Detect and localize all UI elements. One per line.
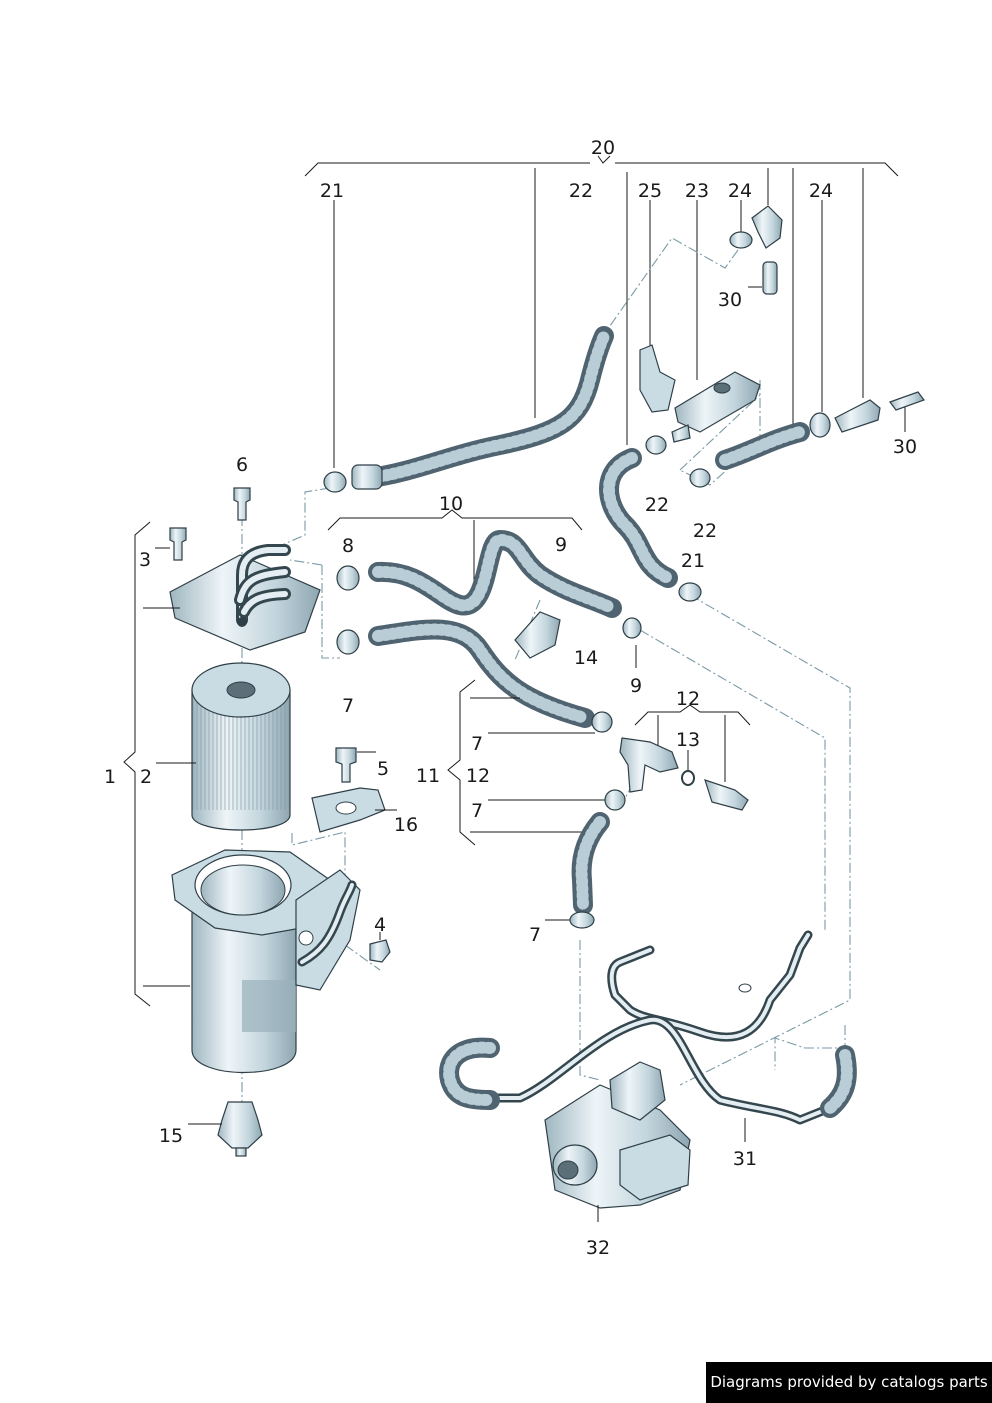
callout-7: 7 <box>471 733 483 755</box>
hose-22-right <box>715 422 810 470</box>
filter-head <box>169 544 321 651</box>
callout-7: 7 <box>471 800 483 822</box>
hose-22-upper <box>351 326 614 490</box>
callout-23: 23 <box>685 180 709 202</box>
bolt-6 <box>233 487 251 521</box>
clip-24-right <box>809 412 831 438</box>
filter-housing <box>171 849 361 1073</box>
clip-24-upper <box>729 231 753 249</box>
watermark-banner: Diagrams provided by catalogs parts <box>706 1362 992 1403</box>
callout-15: 15 <box>159 1125 183 1147</box>
callout-21: 21 <box>320 180 344 202</box>
nut-4 <box>369 932 391 963</box>
callout-22: 22 <box>645 494 669 516</box>
callout-21: 21 <box>681 550 705 572</box>
callout-20: 20 <box>591 137 615 159</box>
filter-element-2 <box>156 662 291 831</box>
bolt-3 <box>155 527 187 561</box>
hose-22-mid <box>599 448 678 588</box>
pressure-sensor <box>704 779 749 811</box>
connector-30-right <box>889 391 925 411</box>
hose-7-lower <box>569 789 626 929</box>
bracket-20 <box>304 155 899 177</box>
callout-16: 16 <box>394 814 418 836</box>
callout-5: 5 <box>377 758 389 780</box>
callout-2: 2 <box>140 766 152 788</box>
callout-8: 8 <box>342 535 354 557</box>
callout-13: 13 <box>676 729 700 751</box>
elbow-connector <box>751 205 783 249</box>
bracket-10 <box>327 509 583 582</box>
callout-30: 30 <box>718 289 742 311</box>
callout-22: 22 <box>569 180 593 202</box>
bracket-25 <box>639 344 676 413</box>
hose-10-lower <box>368 619 595 728</box>
connector-right <box>834 399 881 433</box>
callout-9: 9 <box>630 675 642 697</box>
callout-14: 14 <box>574 647 598 669</box>
leader-lines-top <box>333 168 906 468</box>
holder-14 <box>514 611 561 659</box>
assembly-centerlines <box>241 237 851 1110</box>
connector-30-upper <box>762 261 778 295</box>
callout-12: 12 <box>466 765 490 787</box>
hose-10-upper <box>368 530 622 618</box>
callout-labels: 20 21 22 25 23 24 24 30 30 6 22 22 21 10… <box>104 137 917 1259</box>
callout-4: 4 <box>374 914 386 936</box>
callout-7: 7 <box>529 924 541 946</box>
callout-1: 1 <box>104 766 116 788</box>
callout-12: 12 <box>676 688 700 710</box>
clips-22 <box>323 435 711 602</box>
callout-3: 3 <box>139 549 151 571</box>
callout-24: 24 <box>809 180 833 202</box>
callout-10: 10 <box>439 493 463 515</box>
callout-32: 32 <box>586 1237 610 1259</box>
callout-22: 22 <box>693 520 717 542</box>
bracket-1 <box>123 521 190 1007</box>
high-pressure-pump-32 <box>544 1061 691 1222</box>
bolt-5 <box>335 747 376 783</box>
connector-23 <box>671 371 761 443</box>
callout-31: 31 <box>733 1148 757 1170</box>
bracket-16 <box>311 787 397 833</box>
leader-lines-7 <box>488 645 637 921</box>
hose-end-sleeve <box>351 464 383 490</box>
callout-11: 11 <box>416 765 440 787</box>
t-connector-12 <box>619 737 695 793</box>
callout-30: 30 <box>893 436 917 458</box>
callout-7: 7 <box>342 695 354 717</box>
callout-9: 9 <box>555 534 567 556</box>
drain-plug-15 <box>188 1101 263 1157</box>
callout-6: 6 <box>236 454 248 476</box>
fuel-line-31 <box>439 930 857 1142</box>
clips-8-7 <box>336 565 642 733</box>
callout-25: 25 <box>638 180 662 202</box>
bracket-11 <box>447 679 582 846</box>
callout-24: 24 <box>728 180 752 202</box>
